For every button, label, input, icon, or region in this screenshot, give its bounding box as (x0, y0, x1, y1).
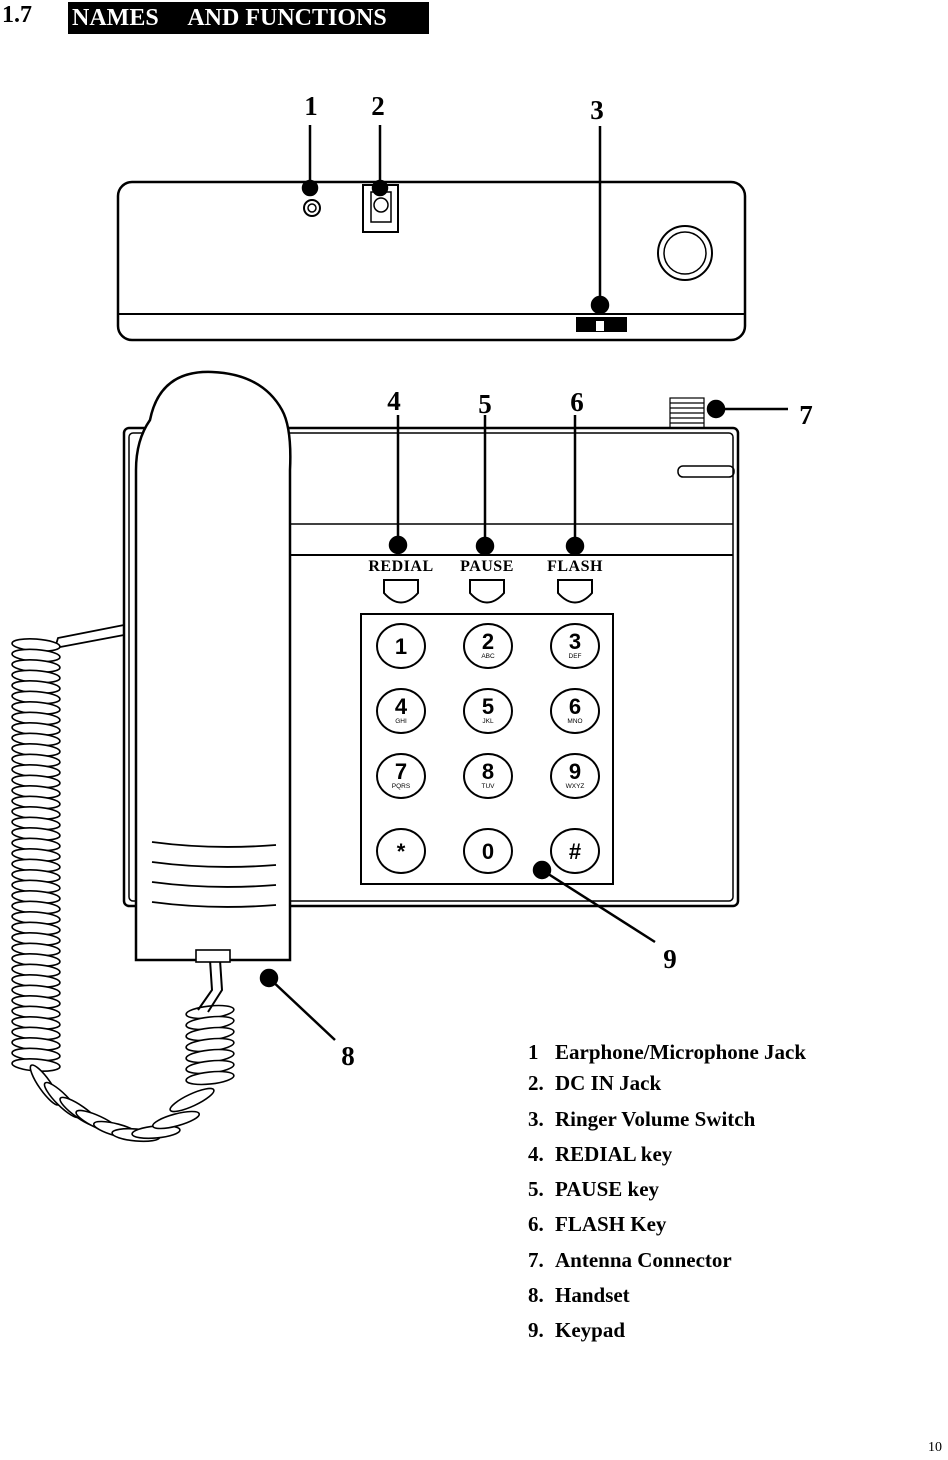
legend-item: 3. Ringer Volume Switch (528, 1107, 755, 1132)
legend-item: 5. PAUSE key (528, 1177, 659, 1202)
keypad-digit: 7 (395, 759, 407, 784)
keypad-letters: PQRS (392, 783, 411, 790)
page-number: 10 (928, 1440, 942, 1455)
keypad-key-hash[interactable]: # (550, 828, 600, 874)
keypad-digit: # (569, 839, 581, 864)
pause-button[interactable] (469, 579, 505, 604)
keypad-letters: WXYZ (566, 783, 585, 790)
keypad-letters: ABC (481, 653, 495, 660)
keypad-letters: DEF (569, 653, 582, 660)
earphone-jack (303, 199, 321, 217)
keypad-digit: 1 (395, 634, 407, 659)
legend-text: REDIAL key (555, 1142, 673, 1166)
coiled-cord (11, 624, 235, 1143)
keypad-digit: 3 (569, 629, 581, 654)
cord-loop (169, 1087, 215, 1113)
legend-number: 2. (528, 1071, 544, 1095)
legend-item: 4. REDIAL key (528, 1142, 672, 1167)
legend-number: 3. (528, 1107, 544, 1131)
legend-number: 8. (528, 1283, 544, 1307)
callout-4: 4 (387, 386, 401, 416)
keypad-digit: 9 (569, 759, 581, 784)
keypad-digit: 4 (395, 694, 408, 719)
legend-number: 1 (528, 1040, 539, 1064)
phone-body (122, 397, 740, 908)
keypad-panel (360, 613, 614, 885)
keypad-digit: 0 (482, 839, 494, 864)
keypad-letters: MNO (567, 718, 582, 725)
legend-number: 6. (528, 1212, 544, 1236)
keypad-letters: JKL (482, 718, 494, 725)
flash-key-label: FLASH (547, 558, 603, 575)
legend-text: Handset (555, 1283, 630, 1307)
legend-number: 9. (528, 1318, 544, 1342)
keypad-digit: 5 (482, 694, 494, 719)
keypad-digit: 2 (482, 629, 494, 654)
legend-number: 5. (528, 1177, 544, 1201)
legend-number: 7. (528, 1248, 544, 1272)
legend-item: 7. Antenna Connector (528, 1248, 732, 1273)
legend-text: Ringer Volume Switch (555, 1107, 756, 1131)
legend-text: Antenna Connector (555, 1248, 732, 1272)
pause-key-label: PAUSE (460, 558, 514, 575)
legend-item: 9. Keypad (528, 1318, 625, 1343)
callout-8: 8 (341, 1041, 355, 1071)
cord-loop (151, 1110, 201, 1130)
keypad-letters: GHI (395, 718, 407, 725)
callout-7: 7 (799, 400, 813, 430)
phone-back-view (116, 180, 747, 342)
legend-number: 4. (528, 1142, 544, 1166)
keypad-digit: 8 (482, 759, 494, 784)
redial-button[interactable] (383, 579, 419, 604)
callout-1: 1 (304, 91, 318, 121)
callout-2: 2 (371, 91, 385, 121)
callout-6: 6 (570, 387, 584, 417)
keypad-letters: TUV (482, 783, 496, 790)
callout-9: 9 (663, 944, 677, 974)
legend-text: DC IN Jack (555, 1071, 662, 1095)
legend-text: Keypad (555, 1318, 626, 1342)
handset (134, 370, 292, 963)
keypad-digit: * (397, 839, 406, 864)
legend-item: 8. Handset (528, 1283, 630, 1308)
keypad-digit: 6 (569, 694, 581, 719)
legend-item: 6. FLASH Key (528, 1212, 666, 1237)
redial-key-label: REDIAL (368, 558, 433, 575)
flash-button[interactable] (557, 579, 593, 604)
legend-item: 1 Earphone/Microphone Jack (528, 1040, 806, 1065)
callout-3: 3 (590, 95, 604, 125)
callout-5: 5 (478, 389, 492, 419)
callout-leaders (259, 125, 788, 1041)
section-title: NAMES AND FUNCTIONS (68, 2, 429, 34)
section-number: 1.7 (2, 2, 32, 28)
keypad-key-0[interactable]: 0 (463, 828, 513, 874)
legend-text: FLASH Key (555, 1212, 667, 1236)
legend-item: 2. DC IN Jack (528, 1071, 661, 1096)
antenna-connector (669, 397, 705, 429)
back-round-button (657, 225, 713, 281)
keypad-key-star[interactable]: * (376, 828, 426, 874)
keypad-key-1[interactable]: 1 (376, 623, 426, 669)
legend-text: PAUSE key (555, 1177, 660, 1201)
legend-text: Earphone/Microphone Jack (555, 1040, 807, 1064)
cord-loop (185, 1070, 235, 1086)
